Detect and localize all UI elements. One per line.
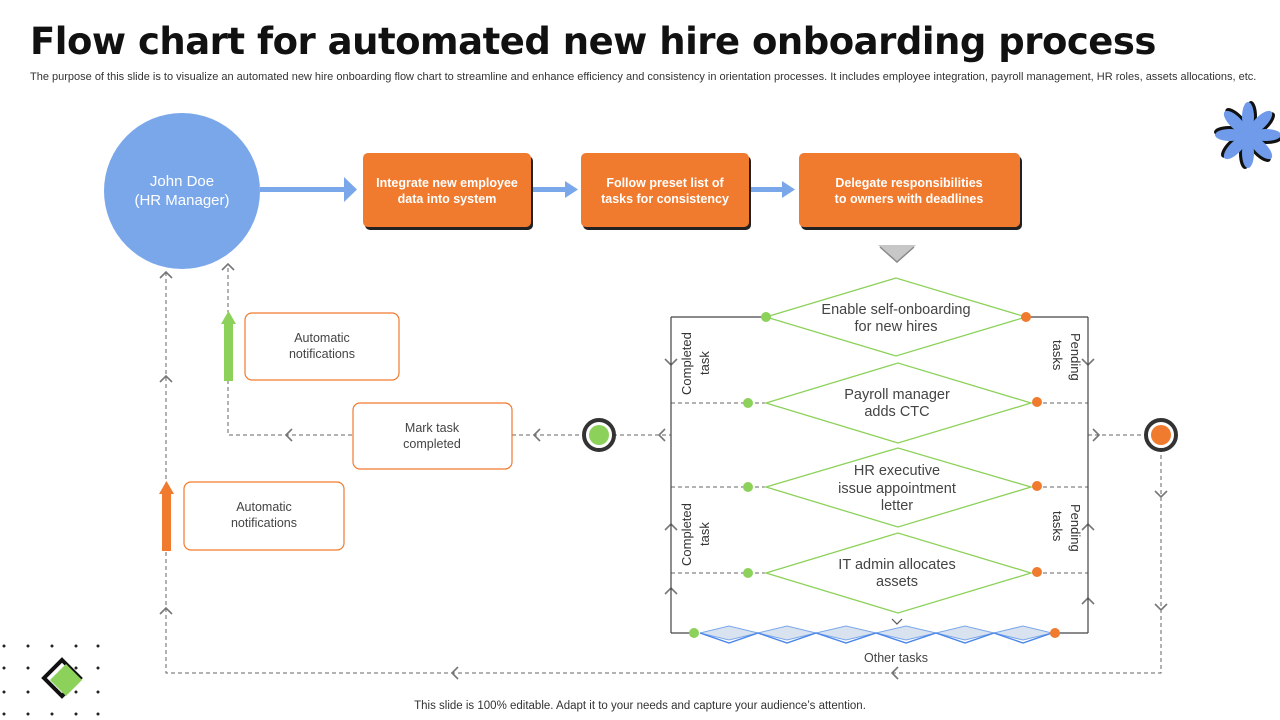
decision-allocate-assets: IT admin allocates assets (763, 532, 1034, 614)
step-delegate: Delegate responsibilities to owners with… (799, 153, 1020, 227)
step-follow-preset: Follow preset list of tasks for consiste… (581, 153, 749, 227)
arrow-right-icon (533, 181, 578, 198)
decision-self-onboarding: Enable self-onboarding for new hires (763, 277, 1029, 357)
svg-text:Payroll manager: Payroll manager (844, 387, 950, 403)
chevron-left-icon (284, 428, 293, 442)
page-subtitle: The purpose of this slide is to visualiz… (30, 71, 1257, 83)
chevron-down-icon (891, 618, 903, 625)
svg-text:Completed: Completed (679, 332, 694, 395)
svg-text:notifications: notifications (289, 347, 355, 361)
chevron-left-icon (657, 428, 666, 442)
hr-manager-node: John Doe (HR Manager) (104, 113, 260, 269)
svg-text:assets: assets (876, 574, 918, 590)
svg-text:task: task (697, 522, 712, 546)
completed-terminal-node (582, 418, 616, 452)
chevron-left-icon (450, 666, 459, 680)
manager-role: (HR Manager) (134, 192, 229, 209)
svg-text:Mark task: Mark task (405, 421, 460, 435)
pending-tasks-label-top: Pending tasks (1050, 333, 1083, 381)
green-up-arrow-icon (221, 311, 236, 381)
chevron-left-icon (890, 666, 899, 680)
automatic-notifications-upper: Automatic notifications (244, 312, 400, 381)
automatic-notifications-lower: Automatic notifications (183, 481, 345, 551)
svg-text:task: task (697, 351, 712, 375)
pending-tasks-label-bottom: Pending tasks (1050, 504, 1083, 552)
mark-task-completed-box: Mark task completed (352, 402, 513, 470)
connection-dots (689, 312, 1060, 638)
svg-text:Integrate new employee: Integrate new employee (376, 176, 518, 190)
svg-text:Follow preset list of: Follow preset list of (606, 176, 724, 190)
chevron-up-icon (221, 262, 235, 271)
page-title: Flow chart for automated new hire onboar… (30, 20, 1156, 63)
footer-note: This slide is 100% editable. Adapt it to… (414, 700, 866, 712)
outer-loop-connector (165, 272, 1162, 674)
other-tasks-label: Other tasks (864, 651, 928, 665)
svg-text:Automatic: Automatic (294, 331, 350, 345)
svg-text:Automatic: Automatic (236, 500, 292, 514)
decision-payroll-ctc: Payroll manager adds CTC (763, 362, 1034, 444)
pending-terminal-node (1144, 418, 1178, 452)
svg-text:tasks: tasks (1050, 340, 1065, 371)
arrow-right-icon (260, 177, 357, 202)
completed-task-label-top: Completed task (679, 332, 712, 395)
svg-text:Completed: Completed (679, 503, 694, 566)
svg-text:tasks: tasks (1050, 511, 1065, 542)
svg-text:tasks for consistency: tasks for consistency (601, 192, 729, 206)
chevron-left-icon (532, 428, 541, 442)
svg-text:Delegate responsibilities: Delegate responsibilities (835, 176, 982, 190)
svg-text:issue appointment: issue appointment (838, 481, 956, 497)
manager-name: John Doe (150, 173, 214, 190)
completed-task-label-bottom: Completed task (679, 503, 712, 566)
svg-text:adds CTC: adds CTC (864, 404, 929, 420)
flow-arrows (260, 177, 795, 202)
chevron-up-icon (159, 374, 173, 383)
svg-text:HR executive: HR executive (854, 463, 940, 479)
svg-text:for new hires: for new hires (854, 319, 937, 335)
chevron-down-icon (1154, 490, 1168, 499)
green-diamond-decoration-icon (41, 657, 83, 699)
chevron-right-icon (1092, 428, 1101, 442)
other-tasks-strip (699, 618, 1053, 644)
flower-decoration-icon (1214, 101, 1280, 169)
svg-text:letter: letter (881, 498, 913, 514)
svg-text:completed: completed (403, 437, 461, 451)
chevron-up-icon (159, 270, 173, 279)
decision-appointment-letter: HR executive issue appointment letter (763, 447, 1034, 528)
svg-text:notifications: notifications (231, 516, 297, 530)
chevron-up-icon (159, 606, 173, 615)
dot-grid-decoration-icon (2, 644, 100, 716)
process-frame (670, 316, 1089, 634)
svg-text:Enable self-onboarding: Enable self-onboarding (821, 302, 970, 318)
svg-text:Pending: Pending (1068, 504, 1083, 552)
orange-up-arrow-icon (159, 481, 174, 551)
step-integrate: Integrate new employee data into system (363, 153, 531, 227)
chevron-down-icon (1154, 603, 1168, 612)
chevron-down-outline-icon (879, 246, 915, 264)
svg-text:data into system: data into system (398, 192, 497, 206)
svg-text:to owners with deadlines: to owners with deadlines (835, 192, 984, 206)
arrow-right-icon (751, 181, 795, 198)
svg-text:Pending: Pending (1068, 333, 1083, 381)
svg-text:IT admin allocates: IT admin allocates (838, 557, 955, 573)
chevron-down-icon (878, 245, 916, 263)
